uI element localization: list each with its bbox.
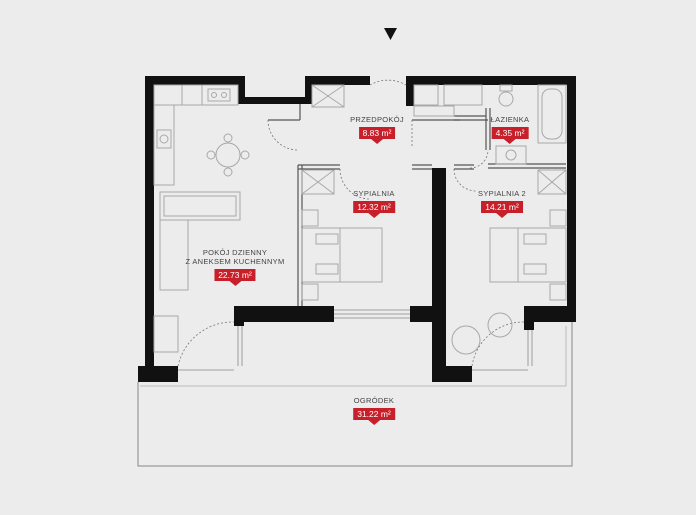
label-ogrodek: OGRÓDEK 31.22 m²: [353, 396, 395, 420]
room-name-pokoj-line2: Z ANEKSEM KUCHENNYM: [185, 257, 285, 266]
room-name-ogrodek: OGRÓDEK: [353, 396, 395, 405]
area-badge-ogrodek: 31.22 m²: [353, 408, 395, 420]
room-name-przedpokoj: PRZEDPOKÓJ: [350, 115, 404, 124]
room-name-lazienka: ŁAZIENKA: [490, 115, 530, 124]
garden-outline: [137, 320, 573, 467]
area-badge-przedpokoj: 8.83 m²: [358, 127, 396, 139]
area-badge-sypialnia2: 14.21 m²: [481, 201, 523, 213]
windows: [178, 309, 533, 371]
entrance-arrow-icon: [384, 28, 397, 40]
label-lazienka: ŁAZIENKA 4.35 m²: [491, 115, 530, 139]
area-badge-pokoj: 22.73 m²: [214, 269, 256, 281]
doors: [177, 79, 525, 367]
label-sypialnia2: SYPIALNIA 2 14.21 m²: [478, 189, 526, 213]
furniture: [153, 84, 567, 355]
room-name-sypialnia2: SYPIALNIA 2: [478, 189, 526, 198]
exterior-walls: [138, 76, 576, 382]
room-name-sypialnia: SYPIALNIA: [353, 189, 395, 198]
area-badge-sypialnia: 12.32 m²: [353, 201, 395, 213]
label-przedpokoj: PRZEDPOKÓJ 8.83 m²: [350, 115, 404, 139]
area-badge-lazienka: 4.35 m²: [491, 127, 529, 139]
label-pokoj-dzienny: POKÓJ DZIENNY Z ANEKSEM KUCHENNYM 22.73 …: [185, 248, 284, 281]
room-name-pokoj-line1: POKÓJ DZIENNY: [202, 248, 268, 257]
label-sypialnia: SYPIALNIA 12.32 m²: [353, 189, 395, 213]
